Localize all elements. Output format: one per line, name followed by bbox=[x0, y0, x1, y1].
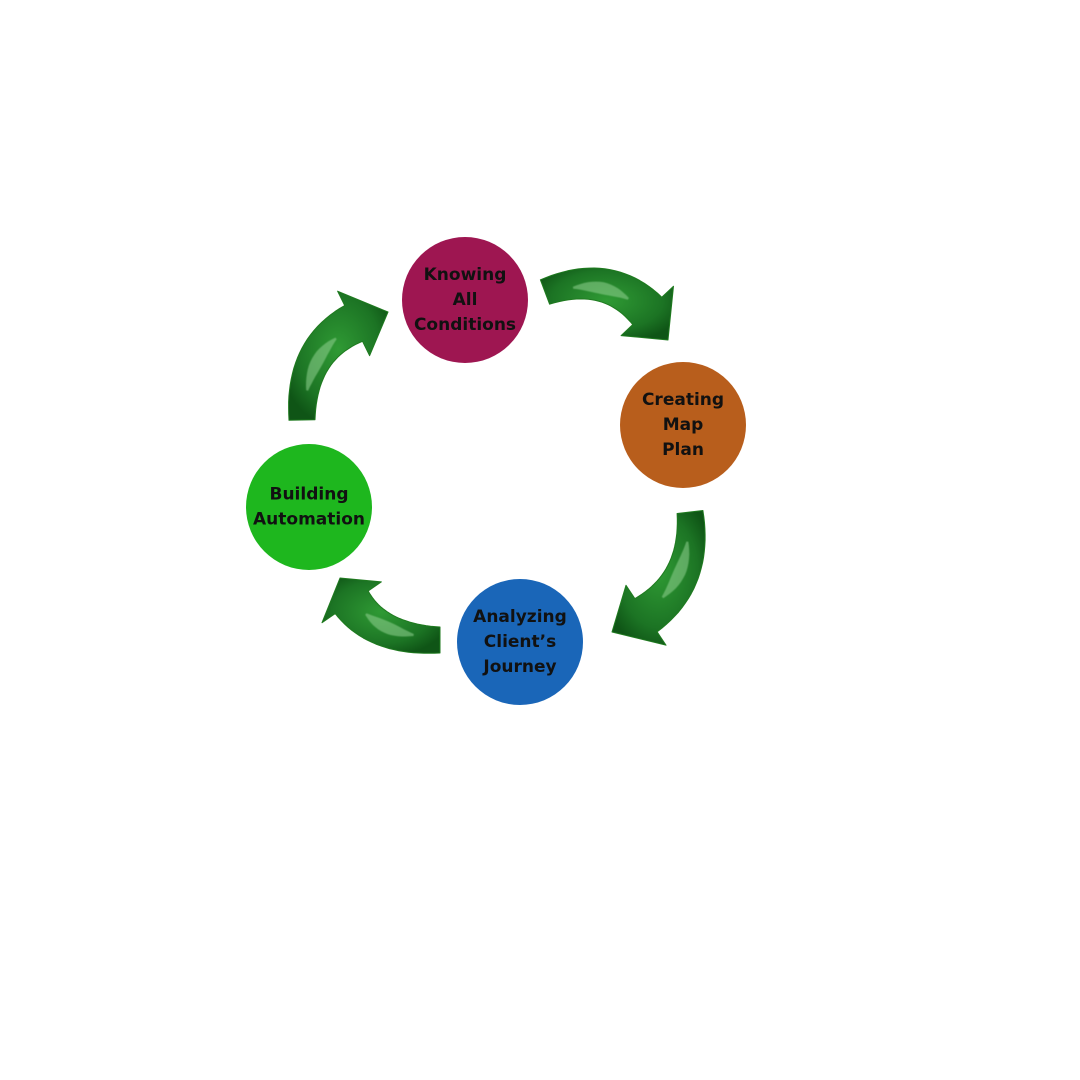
node-label-line: Plan bbox=[662, 440, 704, 460]
arrows-layer bbox=[288, 267, 706, 654]
arrow-highlight bbox=[661, 541, 690, 599]
nodes-layer: KnowingAllConditionsCreatingMapPlanAnaly… bbox=[246, 237, 746, 705]
node-label-line: Map bbox=[663, 415, 704, 435]
curved-arrow-icon bbox=[611, 510, 706, 646]
curved-arrow-icon bbox=[539, 267, 674, 341]
node-circle bbox=[457, 579, 583, 705]
node-circle bbox=[246, 444, 372, 570]
arrow-creating-to-analyzing bbox=[611, 510, 706, 646]
node-label-line: Journey bbox=[482, 657, 556, 677]
node-label-line: Creating bbox=[642, 390, 724, 410]
node-label-line: Building bbox=[270, 485, 349, 505]
arrow-building-to-knowing bbox=[288, 290, 389, 421]
curved-arrow-icon bbox=[321, 577, 441, 654]
curved-arrow-icon bbox=[288, 290, 389, 421]
node-label-line: Conditions bbox=[414, 315, 516, 335]
node-circle bbox=[620, 362, 746, 488]
arrow-highlight bbox=[306, 337, 337, 391]
node-label-line: Client’s bbox=[484, 632, 556, 652]
node-label-line: All bbox=[453, 290, 478, 310]
node-circle bbox=[402, 237, 528, 363]
arrow-knowing-to-creating bbox=[539, 267, 674, 341]
node-label-line: Knowing bbox=[424, 265, 507, 285]
arrow-highlight bbox=[365, 613, 414, 637]
node-label-line: Analyzing bbox=[473, 607, 567, 627]
node-label-line: Automation bbox=[253, 510, 365, 530]
arrow-analyzing-to-building bbox=[321, 577, 441, 654]
arrow-highlight bbox=[572, 281, 629, 300]
